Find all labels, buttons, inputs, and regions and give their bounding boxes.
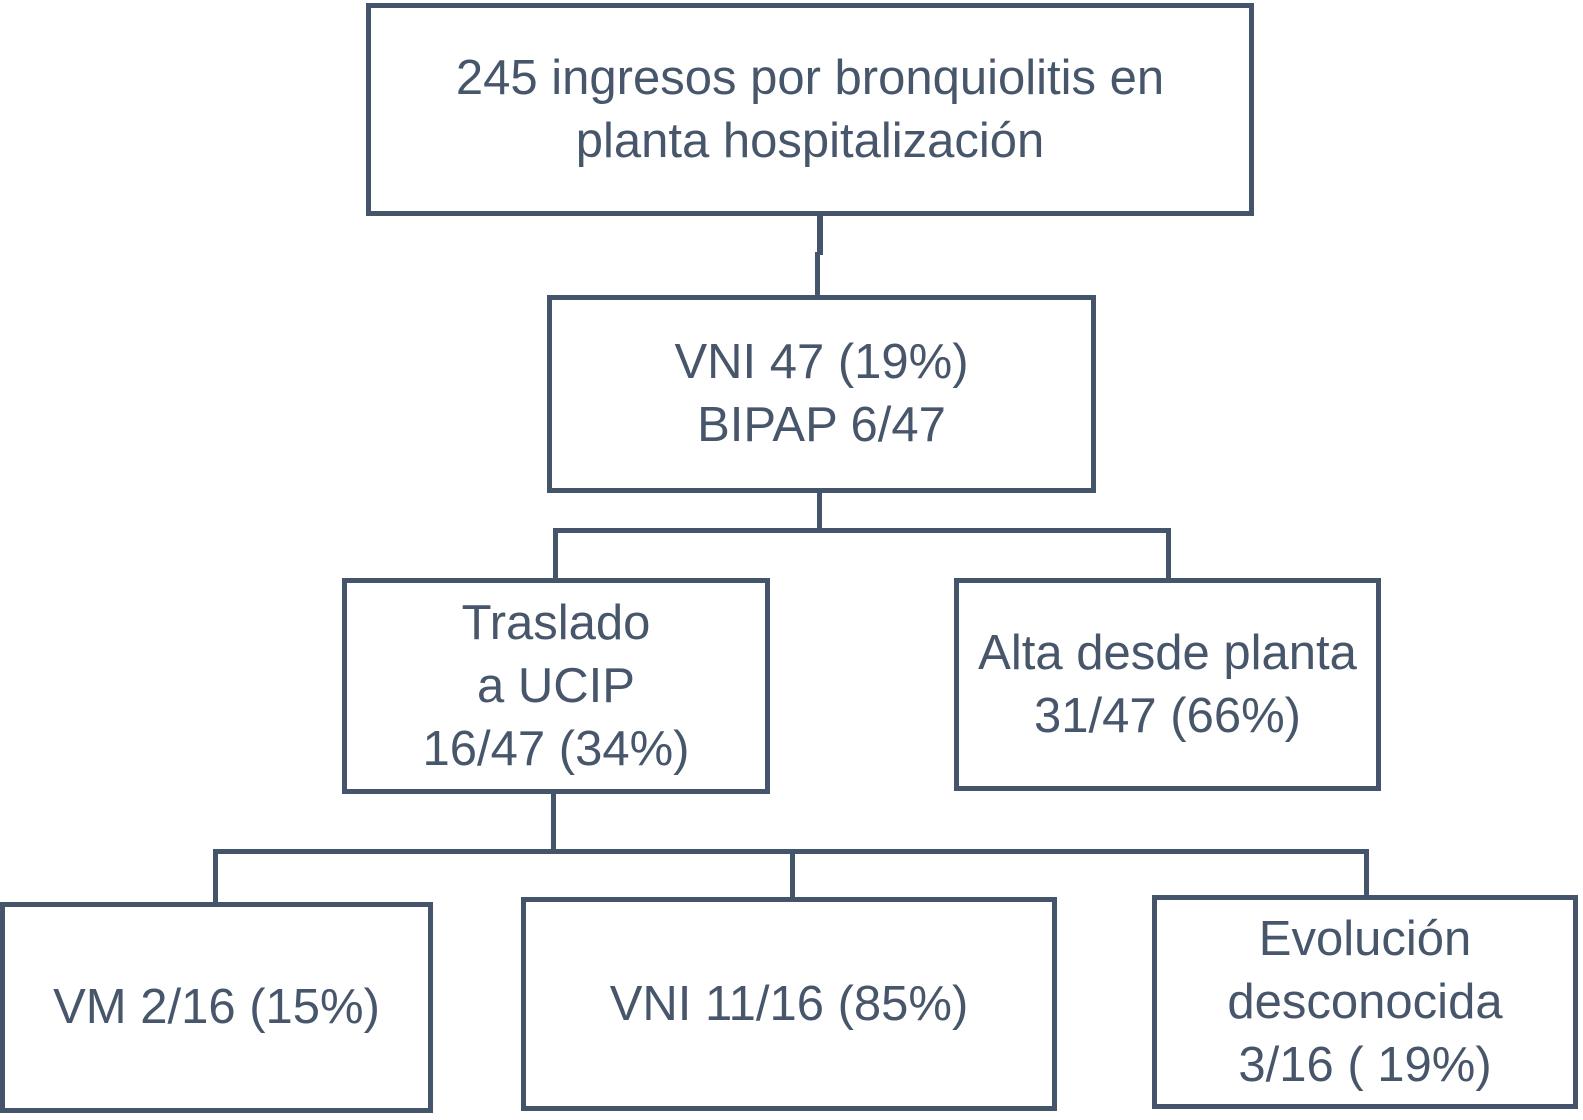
node-vni-ucip: VNI 11/16 (85%) xyxy=(521,897,1057,1111)
node-text-line: a UCIP xyxy=(477,658,635,713)
connector-drop-traslado xyxy=(553,528,558,582)
node-text-line: planta hospitalización xyxy=(575,113,1045,168)
connector-root-vni-stem-lower xyxy=(815,252,820,299)
node-text-line: Traslado xyxy=(461,595,651,650)
node-text-line: Alta desde planta xyxy=(978,625,1357,680)
node-vni: VNI 47 (19%) BIPAP 6/47 xyxy=(547,295,1096,493)
node-evolucion-desconocida: Evolución desconocida 3/16 ( 19%) xyxy=(1152,895,1578,1109)
node-text-line: VM 2/16 (15%) xyxy=(53,980,380,1034)
node-text-line: VNI 11/16 (85%) xyxy=(609,976,969,1031)
node-ingresos-planta: 245 ingresos por bronquiolitis en planta… xyxy=(366,3,1254,216)
node-text-line: 31/47 (66%) xyxy=(1034,688,1301,743)
node-vm: VM 2/16 (15%) xyxy=(0,902,433,1113)
node-text-line: 245 ingresos por bronquiolitis en xyxy=(455,50,1165,105)
node-text-line: Evolución xyxy=(1258,911,1472,966)
node-text-line: 16/47 (34%) xyxy=(422,721,690,776)
node-text-line: VNI 47 (19%) xyxy=(674,335,969,389)
connector-drop-evolucion xyxy=(1364,849,1369,899)
node-text-line: BIPAP 6/47 xyxy=(697,398,946,452)
connector-vni-children-stem xyxy=(817,490,822,533)
node-alta-planta: Alta desde planta 31/47 (66%) xyxy=(954,578,1381,791)
connector-drop-alta xyxy=(1166,528,1171,582)
connector-traslado-children-stem xyxy=(551,790,556,853)
connector-drop-vni-ucip xyxy=(790,849,795,901)
node-traslado-ucip: Traslado a UCIP 16/47 (34%) xyxy=(342,578,770,794)
node-text-line: 3/16 ( 19%) xyxy=(1238,1037,1492,1092)
connector-root-vni-stem-upper xyxy=(817,213,823,255)
node-text-line: desconocida xyxy=(1227,974,1503,1029)
connector-vni-children-hbar xyxy=(553,528,1171,533)
connector-drop-vm xyxy=(213,849,218,906)
